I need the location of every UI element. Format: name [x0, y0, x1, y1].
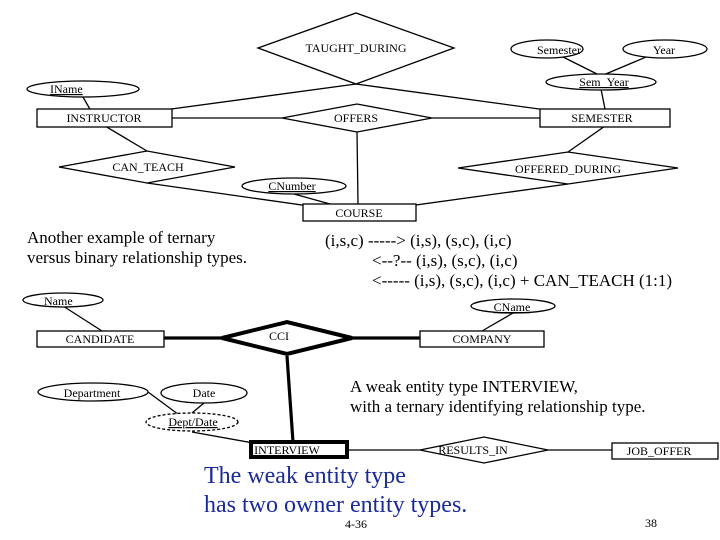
instructor-entity: [36, 108, 173, 128]
page-number: 38: [645, 516, 657, 530]
offered-during-label: OFFERED_DURING: [515, 162, 621, 176]
iname-attribute-label: IName: [50, 82, 83, 96]
edge-instructor-canteach: [104, 125, 148, 152]
cnumber-attribute: [241, 177, 347, 195]
ternary-note-line2: versus binary relationship types.: [27, 248, 247, 267]
slide-reference: 4-36: [345, 517, 367, 531]
cname-attribute-label: CName: [494, 300, 531, 314]
date-attribute: [160, 382, 248, 404]
sem-year-attribute: [545, 73, 657, 91]
edge-cname-company: [481, 312, 514, 332]
cci-label: CCI: [269, 329, 289, 343]
year-attribute-label: Year: [653, 43, 675, 57]
date-attribute-label: Date: [193, 386, 216, 400]
taught-during-relationship: [256, 12, 456, 85]
cname-attribute: [470, 298, 556, 314]
name-attribute: [22, 292, 104, 308]
semester-entity: [539, 108, 671, 128]
owner-note-line1: The weak entity type: [204, 463, 406, 489]
weak-note-line2: with a ternary identifying relationship …: [350, 397, 646, 416]
results-in-relationship: [419, 436, 549, 464]
semester-attribute-label: Semester: [537, 43, 581, 57]
company-label: COMPANY: [453, 332, 512, 346]
interview-label: INTERVIEW: [254, 443, 320, 457]
offers-label: OFFERS: [334, 111, 378, 125]
edge-date-deptdate: [191, 402, 205, 414]
course-entity: [302, 203, 417, 222]
can-teach-relationship: [58, 150, 236, 184]
name-attribute-label: Name: [44, 294, 73, 308]
course-label: COURSE: [335, 206, 382, 220]
mapping-line3: <----- (i,s), (s,c), (i,c) + CAN_TEACH (…: [372, 271, 672, 290]
offers-relationship: [281, 103, 433, 133]
interview-weak-entity: [249, 440, 349, 459]
edge-name-candidate: [62, 305, 103, 332]
ternary-note-line1: Another example of ternary: [27, 228, 216, 247]
iname-attribute: [26, 80, 140, 98]
dept-date-partial-key: [145, 412, 239, 432]
edge-semyear-semester: [600, 88, 606, 110]
sem-year-attribute-label: Sem_Year: [579, 75, 628, 89]
candidate-label: CANDIDATE: [66, 332, 135, 346]
mapping-line2: <--?-- (i,s), (s,c), (i,c): [372, 251, 518, 270]
semester-entity-label: SEMESTER: [571, 111, 632, 125]
company-entity: [419, 330, 545, 348]
cnumber-attribute-label: CNumber: [268, 179, 315, 193]
dept-date-label: Dept/Date: [168, 415, 217, 429]
department-attribute: [37, 382, 149, 402]
edge-semester-offereddur: [567, 125, 606, 153]
owner-note-line2: has two owner entity types.: [204, 492, 467, 518]
edge-cnumber-course: [293, 193, 331, 205]
results-in-label: RESULTS_IN: [438, 443, 508, 457]
weak-note-line1: A weak entity type INTERVIEW,: [350, 377, 578, 396]
edge-cci-interview: [285, 355, 295, 443]
job-offer-entity: [611, 442, 719, 460]
edge-offers-course: [356, 131, 359, 205]
taught-during-label: TAUGHT_DURING: [305, 41, 406, 55]
cci-relationship: [221, 319, 353, 357]
offered-during-relationship: [457, 151, 679, 185]
department-attribute-label: Department: [64, 386, 121, 400]
semester-attribute: [510, 39, 584, 59]
candidate-entity: [36, 330, 165, 348]
mapping-line1: (i,s,c) -----> (i,s), (s,c), (i,c): [325, 231, 512, 250]
job-offer-label: JOB_OFFER: [627, 444, 692, 458]
instructor-label: INSTRUCTOR: [66, 111, 141, 125]
year-attribute: [622, 39, 708, 59]
can-teach-label: CAN_TEACH: [112, 160, 184, 174]
